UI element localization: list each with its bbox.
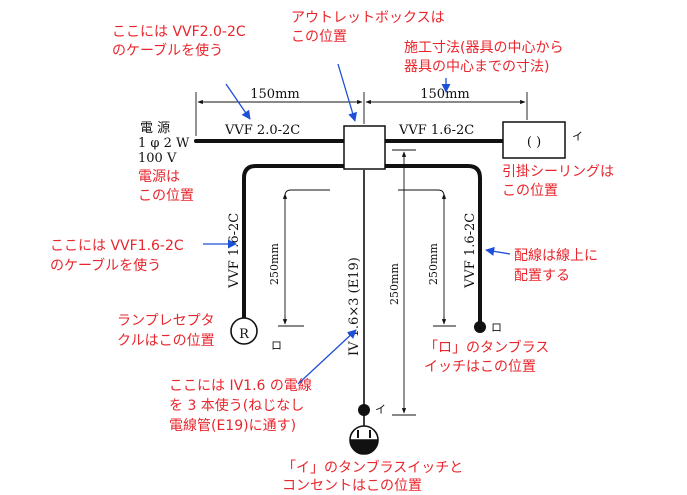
dim-center-label: 250mm [388, 263, 401, 305]
note-wiring-line1: 配線は線上に [514, 248, 598, 264]
cable-left-vertical-label: VVF 1.6-2C [227, 213, 242, 289]
note-iv-line2: を 3 本使う(ねじなし [169, 397, 304, 414]
note-lamp-line2: クルはこの位置 [117, 333, 215, 349]
note-dimension-line2: 器具の中心までの寸法) [404, 59, 549, 75]
lamp-receptacle-symbol [230, 317, 258, 345]
pointer-outlet-box [337, 63, 358, 122]
ceiling-rosette-tag: イ [572, 130, 583, 143]
note-vvf20-line1: ここには VVF2.0-2C [112, 24, 246, 40]
conduit-label: IV 1.6×3 (E19) [347, 257, 362, 356]
note-vvf16-line1: ここには VVF1.6-2C [50, 238, 184, 254]
note-power-line1: 電源は [138, 169, 180, 185]
outlet-lower-half [350, 440, 378, 454]
note-iv-line1: ここには IV1.6 の電線 [169, 378, 312, 394]
note-ceiling-line2: この位置 [502, 183, 558, 199]
outlet-box [343, 125, 386, 170]
dim-top-left-label: 150mm [250, 87, 299, 102]
ceiling-rosette-symbol: ( ) [527, 135, 541, 150]
power-title: 電 源 [140, 121, 170, 136]
pointer-vvf20 [225, 83, 251, 120]
ceiling-rosette-box [502, 121, 566, 159]
note-outlet-box-line2: この位置 [291, 29, 347, 45]
cable-top-right-label: VVF 1.6-2C [398, 123, 474, 138]
note-ro-switch-line2: イッチはこの位置 [424, 359, 536, 375]
cable-right-line [383, 164, 482, 324]
cable-top-left-label: VVF 2.0-2C [224, 123, 300, 138]
pointer-wiring [485, 246, 511, 256]
note-vvf16-line2: のケーブルを使う [50, 257, 161, 274]
note-vvf20-line2: のケーブルを使う [112, 42, 223, 59]
pointer-iv [297, 329, 357, 385]
cable-left-line [242, 164, 346, 320]
dim-left-label: 250mm [268, 243, 281, 285]
power-phase: 1 φ 2 W [138, 136, 190, 151]
note-outlet-box-line1: アウトレットボックスは [291, 10, 445, 26]
i-switch-symbol [358, 404, 370, 416]
note-ro-switch-line1: 「ロ」のタンブラス [424, 339, 549, 356]
cable-right-vertical-label: VVF 1.6-2C [463, 213, 478, 289]
note-ceiling-line1: 引掛シーリングは [502, 164, 614, 180]
dim-left-line [284, 189, 330, 324]
note-power-line2: この位置 [138, 188, 194, 204]
outlet-slot-left [357, 430, 359, 438]
note-i-switch-line1: 「イ」のタンブラスイッチと [282, 459, 463, 476]
dim-top-right-label: 150mm [420, 87, 469, 102]
note-i-switch-line2: コンセントはこの位置 [282, 478, 422, 494]
outlet-slot-right [369, 430, 371, 438]
ro-switch-symbol [474, 321, 486, 333]
lamp-receptacle-tag: ロ [271, 339, 282, 352]
ro-switch-tag: ロ [491, 321, 502, 334]
dim-right-label: 250mm [427, 243, 440, 285]
power-voltage: 100 V [138, 151, 177, 166]
i-switch-tag: イ [375, 403, 386, 416]
lamp-receptacle-letter: R [239, 327, 250, 342]
note-lamp-line1: ランプレセプタ [117, 313, 215, 329]
note-wiring-line2: 配置する [514, 268, 570, 284]
note-dimension-line1: 施工寸法(器具の中心から [404, 40, 563, 56]
note-iv-line3: 電線管(E19)に通す) [169, 418, 296, 434]
